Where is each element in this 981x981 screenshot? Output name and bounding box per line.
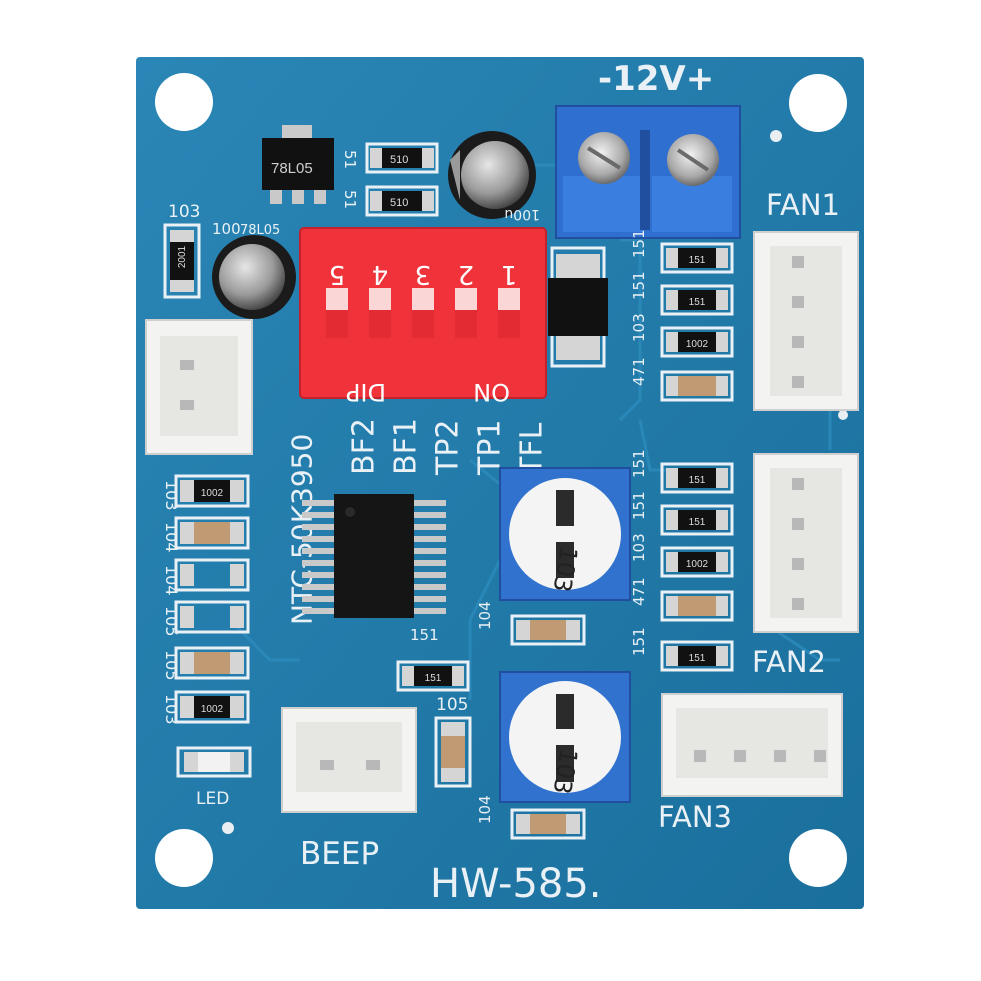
svg-text:151: 151	[630, 229, 648, 258]
res-51a-label: 51	[341, 150, 359, 169]
resistor-510a: 510	[365, 142, 439, 174]
svg-text:151: 151	[689, 475, 706, 486]
dip-num-4: 4	[372, 259, 389, 289]
svg-text:151: 151	[689, 255, 706, 266]
fan1-label: FAN1	[766, 188, 840, 222]
svg-text:151: 151	[425, 673, 442, 684]
mount-hole-top-right	[789, 74, 847, 132]
mount-hole-bottom-right	[789, 829, 847, 887]
label-bf2: BF2	[347, 418, 382, 475]
fan1-resistors: 151 151 1002	[660, 242, 734, 402]
fan2-label: FAN2	[752, 645, 826, 679]
cap-100u-label: 100u	[504, 206, 540, 222]
label-tp2: TP2	[431, 419, 466, 476]
dip-num-3: 3	[415, 259, 432, 289]
svg-text:1002: 1002	[201, 704, 224, 715]
cap-105-label: 105	[436, 695, 468, 715]
dip-on-label: ON	[473, 378, 510, 406]
dip-switch: 5 4 3 2 1 DIP ON	[299, 227, 547, 406]
svg-text:151: 151	[689, 517, 706, 528]
svg-text:1002: 1002	[201, 488, 224, 499]
svg-text:105: 105	[162, 650, 181, 681]
cap-100-left-label: 100	[212, 220, 241, 238]
svg-text:471: 471	[630, 577, 648, 606]
svg-text:1002: 1002	[686, 339, 709, 350]
fan2-column-labels: 151 151 103 471 151	[630, 449, 648, 656]
diode	[548, 246, 608, 368]
dip-label: DIP	[346, 378, 386, 406]
c104a-label: 104	[476, 601, 494, 630]
svg-text:151: 151	[689, 653, 706, 664]
mount-hole-top-left	[155, 73, 213, 131]
potentiometer-1: 103	[499, 467, 631, 601]
capacitor-104-a	[510, 614, 586, 646]
svg-text:104: 104	[162, 565, 181, 596]
resistor-151-beep: 151	[396, 660, 470, 692]
resistor-510b: 510	[365, 185, 439, 217]
svg-text:151: 151	[689, 297, 706, 308]
svg-text:151: 151	[630, 491, 648, 520]
main-ic	[302, 494, 446, 618]
regulator-marking: 78L05	[271, 160, 313, 177]
label-151-ic: 151	[410, 626, 439, 644]
svg-text:151: 151	[630, 627, 648, 656]
r103-top-label: 103	[168, 202, 200, 222]
svg-text:510: 510	[390, 197, 408, 209]
capacitor-105	[434, 716, 472, 788]
svg-text:2001: 2001	[177, 245, 188, 268]
svg-text:103: 103	[162, 694, 181, 725]
svg-text:103: 103	[630, 533, 648, 562]
label-tp1: TP1	[473, 419, 508, 476]
svg-text:104: 104	[162, 522, 181, 553]
dip-num-5: 5	[329, 259, 346, 289]
fan3-label: FAN3	[658, 800, 732, 834]
svg-text:151: 151	[630, 449, 648, 478]
led	[176, 746, 252, 778]
dip-num-1: 1	[501, 259, 518, 289]
svg-text:105: 105	[162, 606, 181, 637]
svg-text:103: 103	[630, 313, 648, 342]
svg-text:151: 151	[630, 271, 648, 300]
fan3-connector	[661, 693, 843, 797]
beep-label: BEEP	[300, 836, 379, 872]
fan1-connector	[753, 231, 859, 411]
beep-connector	[281, 707, 417, 813]
res-51b-label: 51	[341, 190, 359, 209]
regulator-silk-label: 78L05	[240, 223, 280, 238]
left-column-labels: 103 104 104 105 105 103	[162, 480, 181, 725]
fan2-connector	[753, 453, 859, 633]
voltage-regulator: 78L05	[262, 125, 334, 204]
dip-num-2: 2	[458, 259, 475, 289]
fan2-resistors: 151 151 1002 151	[660, 462, 734, 672]
screw-terminal	[555, 105, 741, 239]
capacitor-top	[448, 131, 536, 219]
fan1-column-labels: 151 151 103 471	[630, 229, 648, 386]
svg-text:1002: 1002	[686, 559, 709, 570]
label-bf1: BF1	[389, 418, 424, 475]
svg-text:103: 103	[162, 480, 181, 511]
model-label: HW-585.	[430, 861, 602, 907]
vias	[222, 130, 848, 834]
capacitor-104-b	[510, 808, 586, 840]
power-label: -12V+	[598, 59, 714, 99]
mount-hole-bottom-left	[155, 829, 213, 887]
mounting-holes	[155, 73, 847, 887]
left-components: 1002 1002	[174, 474, 250, 724]
led-label: LED	[196, 789, 229, 809]
svg-text:471: 471	[630, 357, 648, 386]
ntc-connector	[145, 319, 253, 455]
capacitor-left	[212, 235, 296, 319]
potentiometer-2: 103	[499, 671, 631, 803]
resistor-2001: 2001	[163, 223, 201, 299]
svg-text:510: 510	[390, 154, 408, 166]
c104b-label: 104	[476, 795, 494, 824]
